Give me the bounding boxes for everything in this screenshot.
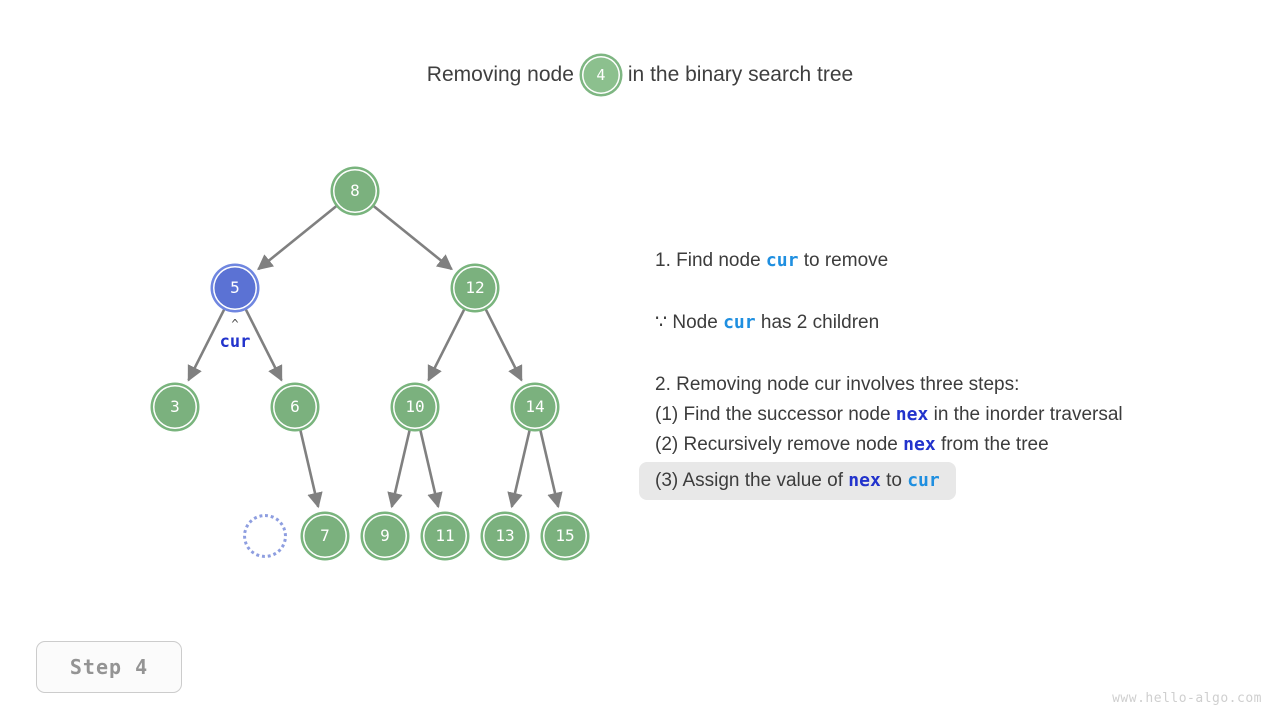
tree-node-empty-slot	[243, 514, 287, 558]
tree-node-8: 8	[333, 169, 377, 213]
tree-node-15: 15	[543, 514, 587, 558]
tree-node-5: 5	[213, 266, 257, 310]
keyword-cur: cur	[723, 312, 756, 333]
tree-edge-14-15	[539, 430, 563, 509]
desc-line-find-node: 1. Find node cur to remove	[655, 248, 1255, 274]
desc-line4-suffix: in the inorder traversal	[933, 404, 1123, 425]
tree-edge-10-9	[387, 430, 411, 509]
desc-line5-suffix: from the tree	[940, 434, 1049, 455]
tree-edge-10-11	[419, 430, 443, 509]
keyword-cur: cur	[907, 470, 940, 491]
desc-line4-prefix: (1) Find the successor node	[655, 404, 891, 425]
tree-edge-8-5	[257, 205, 338, 271]
desc-line6-middle: to	[886, 470, 902, 491]
desc-line1-prefix: 1. Find node	[655, 250, 761, 271]
tree-node-7: 7	[303, 514, 347, 558]
tree-node-12: 12	[453, 266, 497, 310]
tree-edge-12-14	[484, 308, 523, 382]
watermark: www.hello-algo.com	[1112, 691, 1262, 706]
tree-edge-6-7	[299, 430, 323, 509]
tree-node-9: 9	[363, 514, 407, 558]
keyword-cur: cur	[765, 250, 799, 271]
desc-line1-suffix: to remove	[803, 250, 889, 271]
desc-line-three-steps-header: 2. Removing node cur involves three step…	[655, 374, 1020, 395]
desc-line-step3-highlighted: (3) Assign the value of nex to cur	[639, 462, 956, 500]
tree-node-13: 13	[483, 514, 527, 558]
tree-edges	[187, 205, 563, 509]
tree-node-6: 6	[273, 385, 317, 429]
keyword-nex: nex	[895, 404, 929, 425]
desc-line-step1: (1) Find the successor node nex in the i…	[655, 402, 1255, 428]
desc-line6-prefix: (3) Assign the value of	[655, 470, 843, 491]
tree-node-3: 3	[153, 385, 197, 429]
cur-pointer-label: cur	[219, 332, 251, 352]
desc-line2-suffix: has 2 children	[760, 312, 880, 333]
tree-node-11: 11	[423, 514, 467, 558]
step-badge: Step 4	[36, 641, 182, 693]
tree-node-14: 14	[513, 385, 557, 429]
tree-edge-5-3	[187, 308, 226, 382]
tree-edge-8-12	[372, 205, 453, 271]
tree-node-10: 10	[393, 385, 437, 429]
desc-line-two-children: ∵ Node cur has 2 children	[655, 310, 1255, 336]
page-title: Removing node 4 in the binary search tree	[0, 56, 1280, 94]
cur-pointer-caret: ^	[231, 317, 239, 331]
keyword-nex: nex	[848, 470, 881, 491]
title-suffix: in the binary search tree	[627, 63, 854, 86]
description-panel: 1. Find node cur to remove ∵ Node cur ha…	[639, 248, 1255, 500]
keyword-nex: nex	[903, 434, 936, 455]
desc-line5-prefix: (2) Recursively remove node	[655, 434, 898, 455]
title-prefix: Removing node	[426, 63, 574, 86]
title-node-badge: 4	[581, 56, 620, 94]
tree-edge-14-13	[507, 430, 531, 509]
tree-edge-12-10	[427, 308, 466, 382]
tree-edge-5-6	[244, 308, 283, 382]
cur-pointer: ^ cur	[190, 318, 280, 352]
desc-line2-prefix: ∵ Node	[655, 312, 718, 333]
desc-line-step2: (2) Recursively remove node nex from the…	[655, 432, 1255, 458]
